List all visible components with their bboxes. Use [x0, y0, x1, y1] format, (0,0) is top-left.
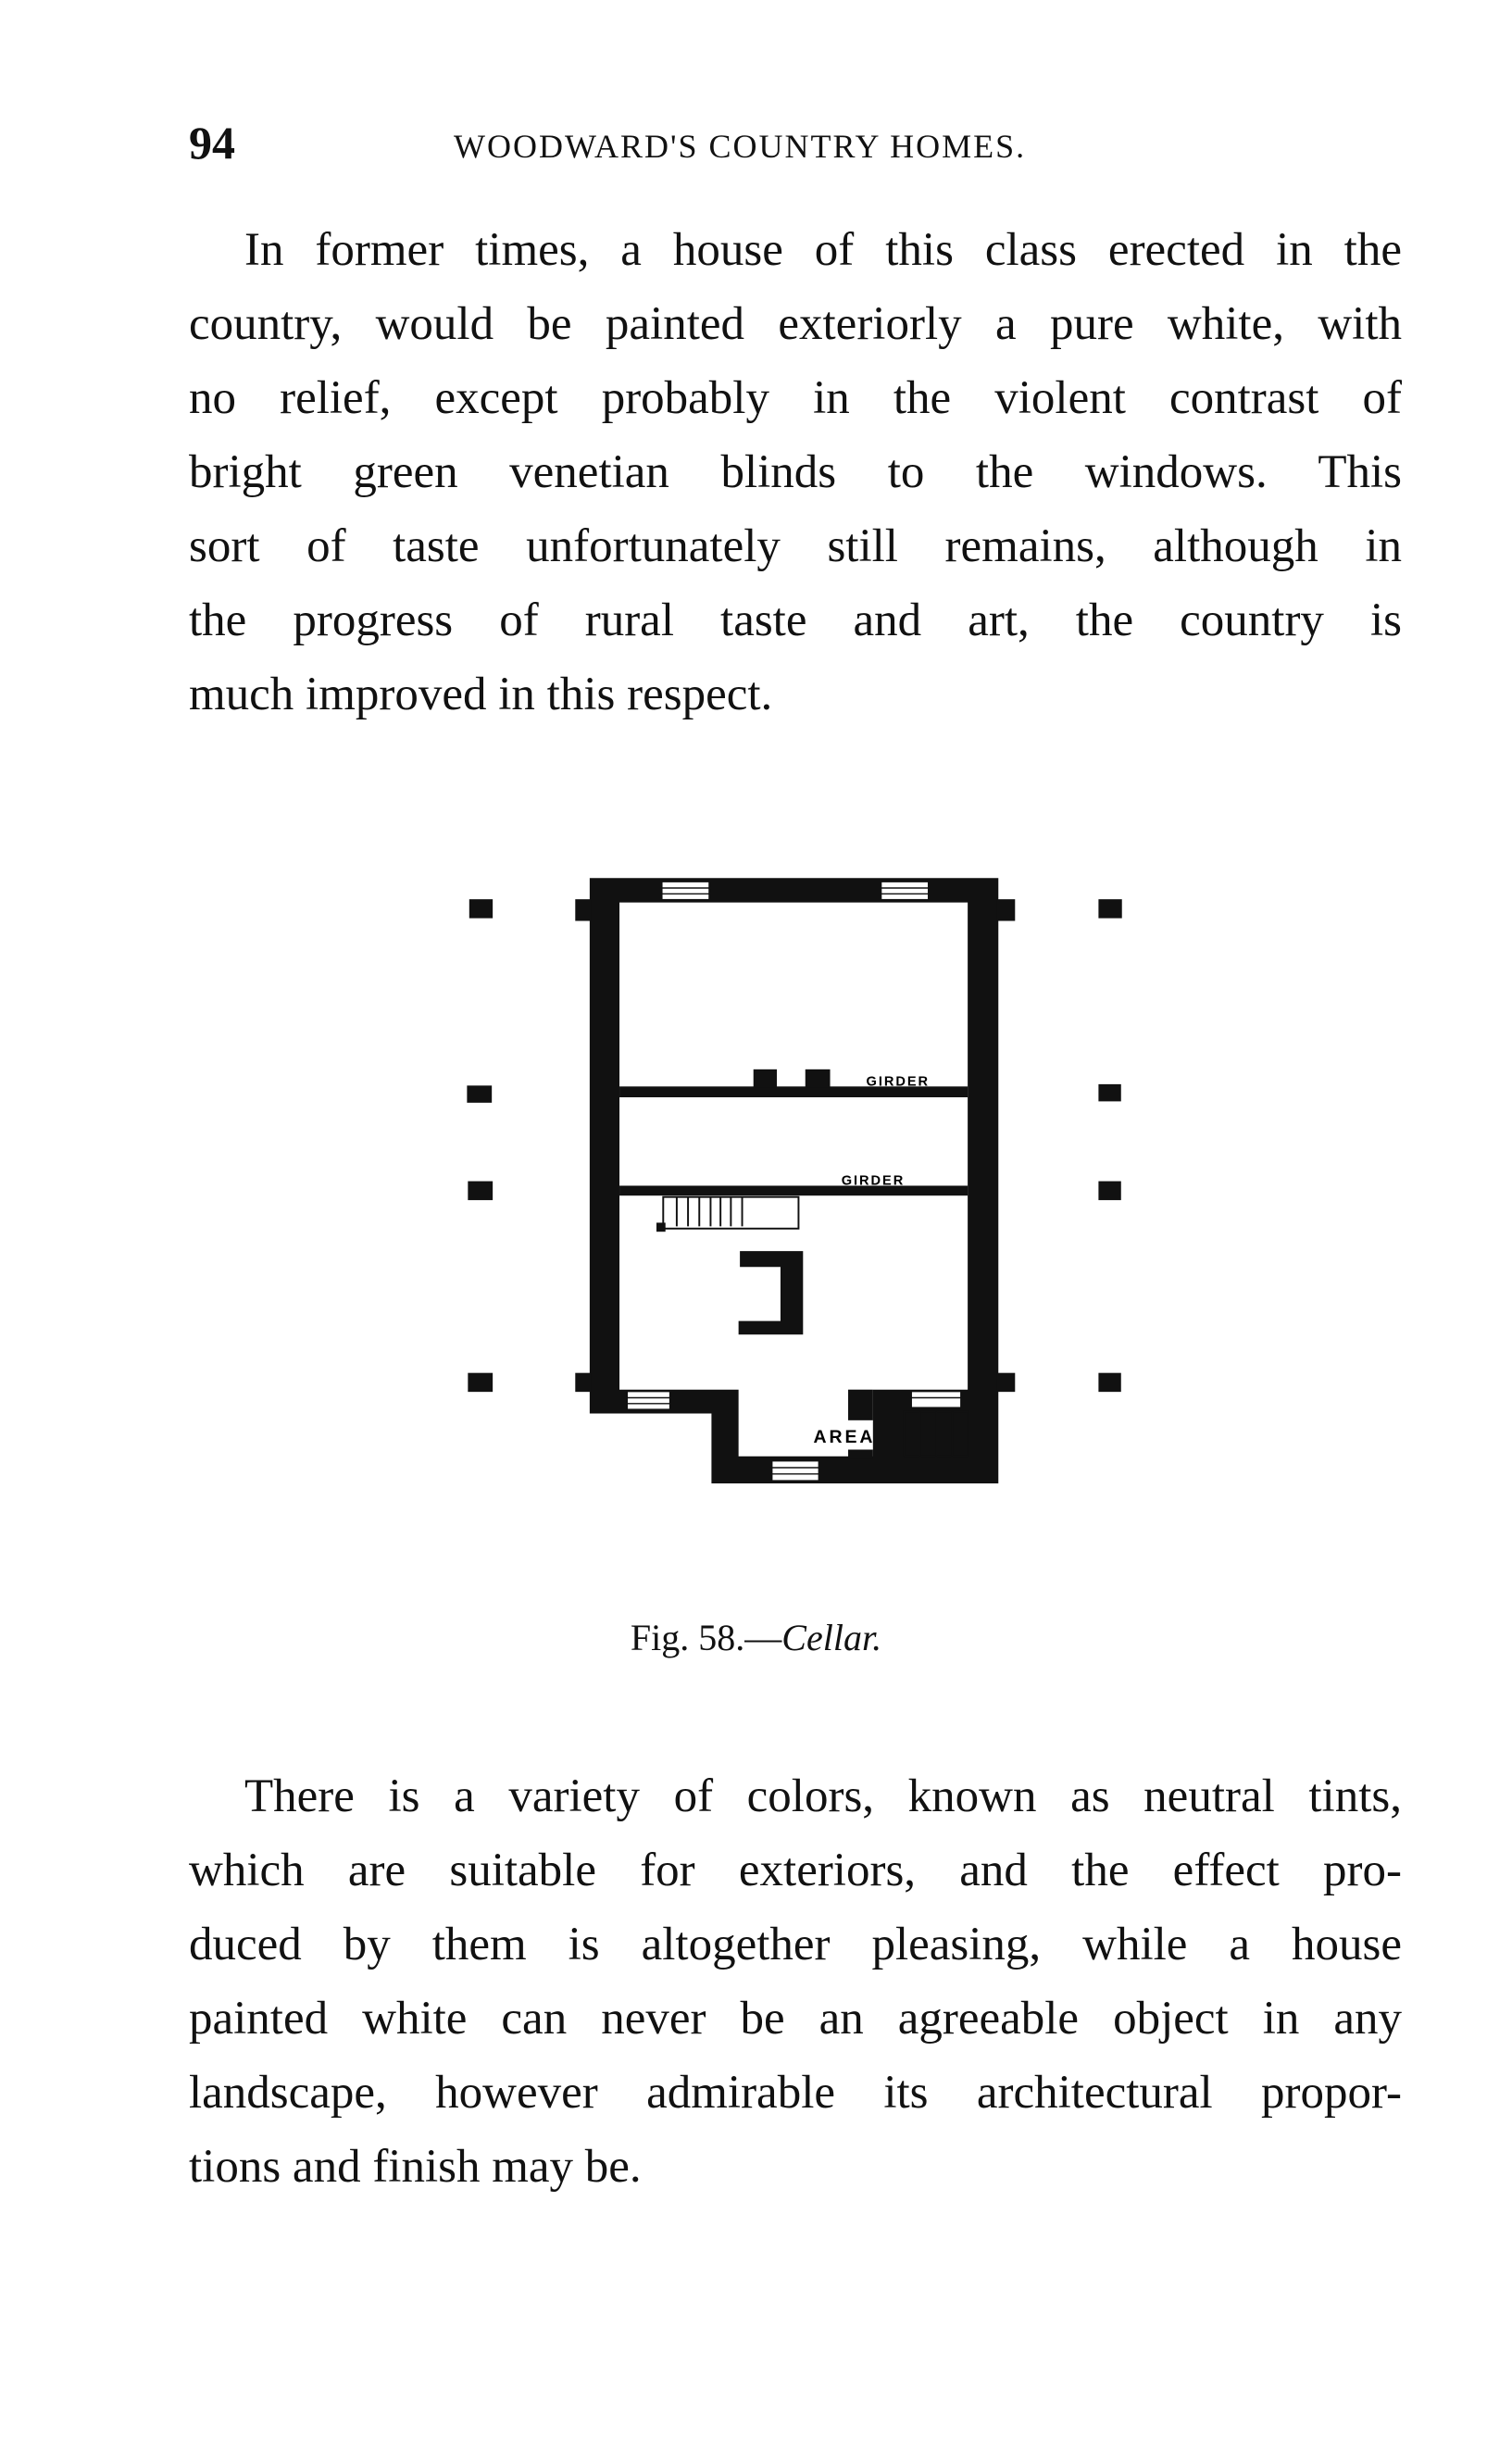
paragraph-1: In former times, a house of this class e…: [189, 213, 1402, 732]
text-line: duced by them is altogether pleasing, wh…: [189, 1919, 1402, 1970]
page-number: 94: [189, 117, 235, 169]
text-line: no relief, except probably in the violen…: [189, 372, 1402, 424]
girder-upper: [619, 1086, 968, 1098]
pier: [1098, 1372, 1121, 1393]
text-line: bright green venetian blinds to the wind…: [189, 446, 1402, 498]
text-line: tions and finish may be.: [189, 2141, 642, 2193]
text-line: country, would be painted exteriorly a p…: [189, 298, 1402, 350]
pier: [468, 1372, 494, 1393]
pier: [1098, 1181, 1121, 1201]
text-line: the progress of rural taste and art, the…: [189, 594, 1402, 646]
pier: [469, 899, 494, 919]
windows: [626, 881, 962, 1482]
text-line: There is a variety of colors, known as n…: [244, 1770, 1402, 1822]
text-line: sort of taste unfortunately still remain…: [189, 520, 1402, 572]
girder-label: GIRDER: [842, 1174, 906, 1189]
outer-walls: [589, 878, 999, 1484]
pier: [1098, 1083, 1121, 1102]
area-label: AREA: [814, 1427, 876, 1447]
caption-title: Cellar.: [781, 1617, 882, 1658]
figure-caption: Fig. 58.—Cellar.: [0, 1616, 1512, 1659]
paragraph-2: There is a variety of colors, known as n…: [189, 1759, 1402, 2204]
pier: [468, 1181, 494, 1201]
text-line: much improved in this respect.: [189, 669, 773, 720]
caption-number: Fig. 58.—: [630, 1617, 782, 1658]
text-line: painted white can never be an agreeable …: [189, 1993, 1402, 2045]
chimney: [738, 1251, 804, 1335]
text-line: landscape, however admirable its archite…: [189, 2067, 1402, 2119]
girder-label: GIRDER: [867, 1074, 931, 1089]
piers: [467, 899, 1122, 1393]
stairs: [662, 1195, 800, 1230]
cellar-floor-plan: GIRDER GIRDER AREA: [467, 878, 1122, 1484]
text-line: In former times, a house of this class e…: [244, 224, 1402, 276]
pier: [467, 1085, 493, 1103]
area-steps: [903, 1410, 969, 1457]
running-title: WOODWARD'S COUNTRY HOMES.: [454, 128, 1027, 165]
page-header: 94 WOODWARD'S COUNTRY HOMES.: [189, 116, 1152, 171]
pier: [1098, 899, 1122, 919]
girder-lower: [619, 1185, 968, 1196]
text-line: which are suitable for exteriors, and th…: [189, 1845, 1402, 1896]
